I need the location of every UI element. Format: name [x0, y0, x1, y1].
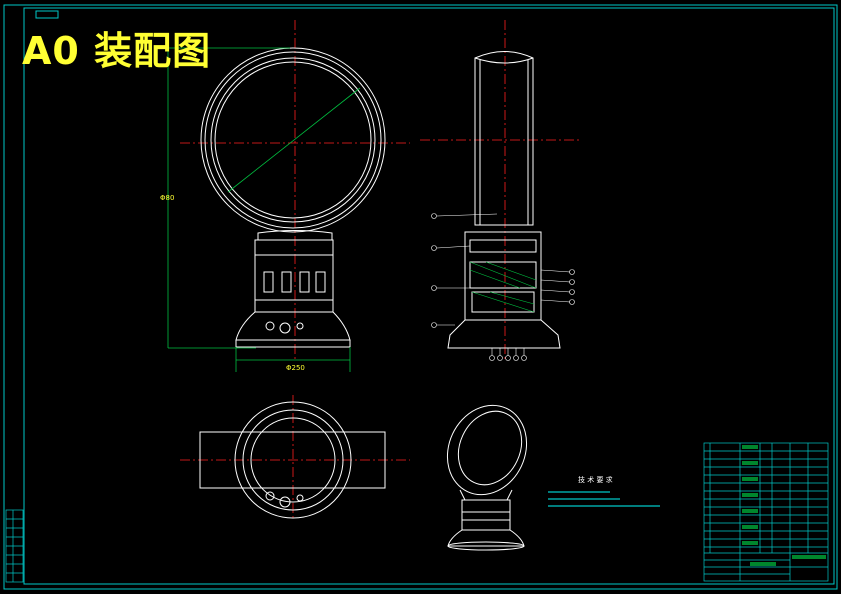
dimension-height-label: Φ80: [160, 194, 174, 202]
title-block-fill: [742, 445, 826, 566]
side-section-view: [420, 20, 580, 361]
tech-requirements: 技 术 要 求: [548, 475, 660, 507]
isometric-view: [446, 404, 528, 551]
front-dimensions: [167, 47, 351, 372]
front-view: Φ80 Φ250: [160, 20, 410, 372]
title-block: [703, 442, 829, 582]
dimension-base-label: Φ250: [286, 364, 305, 372]
top-view: [180, 395, 410, 520]
ring-diameter-leader: [227, 87, 361, 193]
side-leaders: [436, 213, 571, 356]
sheet-title: A0 装配图: [22, 29, 212, 73]
front-centerlines: [180, 20, 410, 360]
side-hatch: [469, 261, 537, 313]
tech-requirements-title: 技 术 要 求: [578, 475, 613, 484]
side-balloons: [431, 213, 575, 361]
sheet-frame: [3, 4, 838, 590]
side-tube: [474, 51, 534, 226]
margin-stamp: [5, 509, 24, 583]
front-base: [235, 230, 351, 348]
fan-ring: [200, 47, 386, 233]
